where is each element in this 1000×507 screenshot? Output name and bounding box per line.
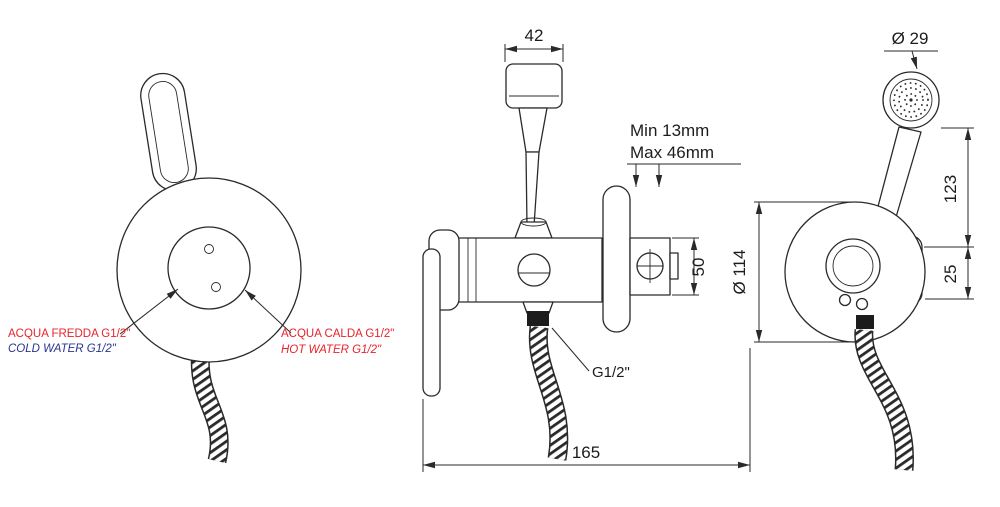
side-shower-holder — [514, 221, 553, 239]
side-escutcheon-edge — [602, 185, 631, 333]
svg-text:Max 46mm: Max 46mm — [630, 143, 714, 162]
cold-water-label-en: COLD WATER G1/2" — [8, 343, 117, 355]
side-holder-ring — [517, 253, 551, 287]
dim-plate-diameter: Ø 114 — [730, 201, 858, 343]
hose-nut — [527, 311, 549, 326]
rear-hose — [854, 329, 914, 471]
rear-knob — [825, 238, 881, 294]
rear-knob-inner — [832, 245, 874, 287]
side-inwall-body — [629, 237, 679, 296]
hot-water-label-it: ACQUA CALDA G1/2" — [281, 328, 394, 340]
svg-text:25: 25 — [941, 265, 960, 284]
dim-head-diameter: Ø 29 — [884, 29, 938, 70]
side-handshower — [505, 63, 563, 227]
thread-leader — [551, 327, 590, 372]
dim-wall-depth: Min 13mm Max 46mm — [627, 121, 741, 187]
svg-text:Ø 29: Ø 29 — [892, 29, 929, 48]
rear-view: Ø 29 Ø 114 123 25 — [730, 29, 974, 471]
front-screw-hole-bottom — [211, 282, 221, 292]
svg-text:42: 42 — [525, 26, 544, 45]
svg-text:50: 50 — [689, 258, 708, 277]
side-lever — [422, 248, 441, 397]
dim-42: 42 — [504, 26, 564, 62]
dim-50: 50 — [672, 237, 708, 296]
side-holder-opening — [520, 217, 547, 227]
hot-water-label-en: HOT WATER G1/2" — [281, 344, 382, 356]
hot-water-leader — [244, 289, 292, 334]
rear-inlet-left — [838, 293, 852, 307]
dim-123-25: 123 25 — [924, 127, 974, 300]
rear-hose-nut — [856, 315, 874, 329]
svg-text:Min 13mm: Min 13mm — [630, 121, 709, 140]
dim-165: 165 — [422, 348, 751, 472]
front-view: ACQUA FREDDA G1/2" COLD WATER G1/2" ACQU… — [8, 72, 394, 464]
front-screw-hole-top — [204, 244, 214, 254]
front-hose — [190, 348, 229, 464]
thread-label: G1/2" — [592, 364, 630, 381]
rear-inlet-right — [855, 297, 869, 311]
svg-text:123: 123 — [941, 175, 960, 203]
front-lever-handle — [140, 72, 197, 192]
svg-text:165: 165 — [572, 443, 600, 462]
svg-text:Ø 114: Ø 114 — [730, 249, 749, 294]
cold-water-label-it: ACQUA FREDDA G1/2" — [8, 328, 130, 340]
side-view: G1/2" 42 Min 13mm Max 46mm 50 — [422, 26, 751, 472]
side-hose — [528, 325, 569, 461]
front-cartridge-circle — [167, 226, 251, 310]
cold-water-leader — [119, 288, 179, 335]
